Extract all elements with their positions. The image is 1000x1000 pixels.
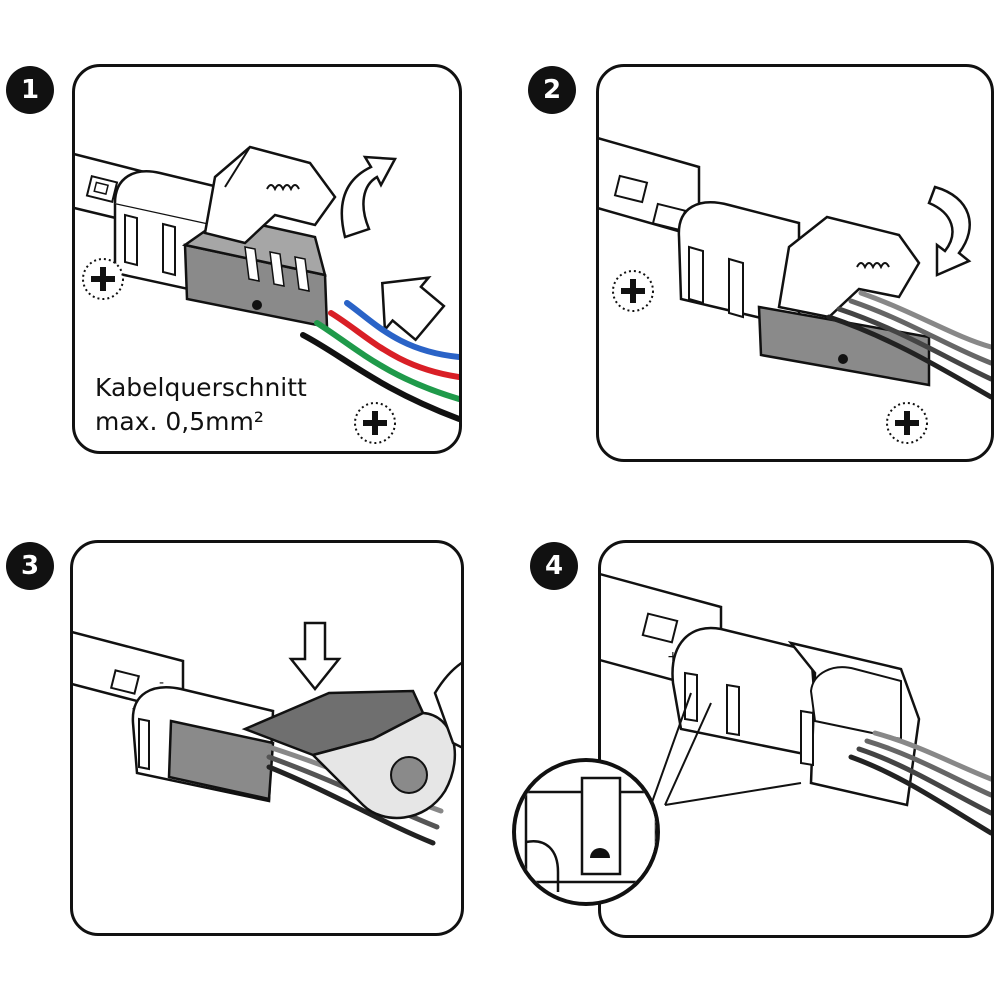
- connector-lid: [203, 145, 337, 245]
- step-1-panel: Kabelquerschnitt max. 0,5mm²: [72, 64, 462, 454]
- caption-line-2: max. 0,5mm²: [95, 407, 264, 436]
- step-4-panel: + -: [598, 540, 994, 938]
- led-chip: [641, 612, 679, 644]
- step-4-illustration: + -: [601, 573, 991, 836]
- black-wires: [848, 730, 991, 836]
- step-2-badge: 2: [528, 66, 576, 114]
- step-2-panel: [596, 64, 994, 462]
- step-1-illustration: [75, 145, 459, 444]
- black-wires: [826, 290, 991, 400]
- step-2-illustration: [599, 137, 991, 444]
- step-3-badge: 3: [6, 542, 54, 590]
- step-3-illustration: + -: [73, 621, 461, 846]
- plus-circle-icon: [886, 402, 928, 444]
- caption-line-1: Kabelquerschnitt: [95, 373, 307, 402]
- curved-arrow-up-icon: [340, 155, 398, 239]
- connector-housing: [167, 719, 275, 801]
- magnifier-icon: [512, 758, 660, 906]
- step-4-badge: 4: [530, 542, 578, 590]
- plus-circle-icon: [612, 270, 654, 312]
- curved-arrow-down-icon: [927, 185, 972, 277]
- wire-gauge-caption: Kabelquerschnitt max. 0,5mm²: [95, 371, 355, 439]
- rgb-wires: [300, 300, 459, 422]
- step-3-panel: + -: [70, 540, 464, 936]
- led-chip: [613, 174, 649, 204]
- pliers-icon: [241, 661, 461, 820]
- led-chip: [109, 669, 141, 695]
- arrow-in-icon: [380, 275, 446, 342]
- strip-minus-mark: -: [159, 675, 164, 691]
- connector-lid: [777, 215, 921, 319]
- step-1-badge: 1: [6, 66, 54, 114]
- arrow-down-icon: [288, 621, 342, 692]
- plus-circle-icon: [82, 258, 124, 300]
- strip-plus-mark: +: [667, 649, 679, 665]
- connector-housing: [757, 305, 931, 387]
- plus-circle-icon: [354, 402, 396, 444]
